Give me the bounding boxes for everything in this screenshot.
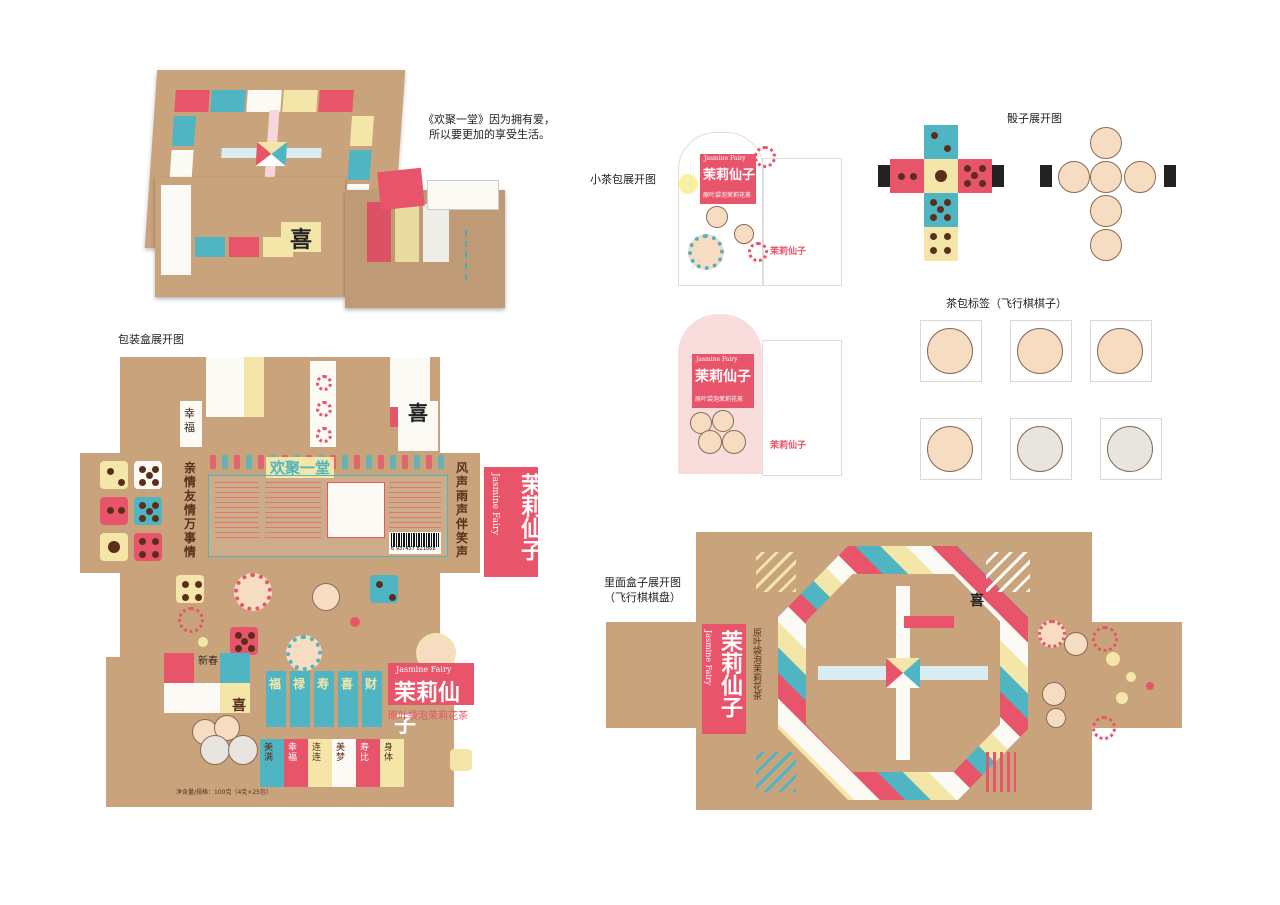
cartoon-face bbox=[927, 328, 973, 374]
box-net-content: 净含量/规格：100克（4克×25包） bbox=[176, 789, 272, 796]
cartoon-face bbox=[1090, 229, 1122, 261]
inner-brand-name: 茉莉仙子 bbox=[717, 630, 743, 718]
tea-bag-subtitle: 原叶袋泡茉莉花茶 bbox=[703, 192, 752, 199]
cartoon-face bbox=[706, 206, 728, 228]
box-info-panel: 6 937457 821868 bbox=[208, 475, 448, 557]
box-main-english: Jasmine Fairy bbox=[396, 665, 452, 674]
photo-slogan-line-2: 所以要更加的享受生活。 bbox=[429, 128, 550, 141]
cartoon-face bbox=[286, 635, 322, 671]
cartoon-face bbox=[1042, 682, 1066, 706]
box-xi-char: 喜 bbox=[408, 401, 428, 425]
tea-bag-brand: 茉莉仙子 bbox=[703, 168, 756, 183]
cartoon-face bbox=[1090, 127, 1122, 159]
inner-brand-subtitle: 原叶袋泡茉莉花茶 bbox=[751, 628, 761, 700]
dice-net-1 bbox=[878, 125, 1008, 265]
cartoon-face bbox=[1097, 328, 1143, 374]
cartoon-face bbox=[1090, 161, 1122, 193]
tea-bags-in-box bbox=[375, 167, 505, 211]
cartoon-face bbox=[234, 573, 272, 611]
box-top-title: 欢聚一堂 bbox=[266, 457, 335, 478]
box-wish-tiles: 美满 幸福 连连 美梦 寿比 身体 bbox=[260, 739, 420, 787]
cartoon-face bbox=[688, 234, 724, 270]
box-fu-chars: 幸福 bbox=[184, 407, 195, 434]
cartoon-face bbox=[1058, 161, 1090, 193]
box-xi-char-lower: 喜 bbox=[232, 698, 246, 714]
box-scrolls: 福 禄 寿 喜 财 bbox=[266, 671, 386, 731]
tea-bag-brand: 茉莉仙子 bbox=[695, 369, 751, 385]
cartoon-face bbox=[228, 735, 258, 765]
tea-bag-unfold-1: Jasmine Fairy 茉莉仙子 原叶袋泡茉莉花茶 茉莉仙子 bbox=[678, 132, 848, 286]
box-xinchun-chars: 新春 bbox=[198, 656, 218, 667]
tea-bag-label: Jasmine Fairy 茉莉仙子 原叶袋泡茉莉花茶 bbox=[700, 154, 756, 204]
tea-tags bbox=[915, 318, 1165, 488]
cartoon-face bbox=[722, 430, 746, 454]
board-xi-char: 喜 bbox=[970, 593, 984, 609]
box-left-verse: 亲情友情万事情 bbox=[184, 461, 197, 559]
tea-bag-small-logo: 茉莉仙子 bbox=[770, 247, 807, 257]
barcode-digits: 6 937457 821868 bbox=[391, 546, 436, 552]
cartoon-face bbox=[1038, 620, 1066, 648]
tea-bag-english: Jasmine Fairy bbox=[696, 356, 738, 363]
cartoon-face bbox=[1107, 426, 1153, 472]
cartoon-face bbox=[200, 735, 230, 765]
tea-bag-small-logo: 茉莉仙子 bbox=[770, 441, 807, 451]
box-photo: 喜 bbox=[144, 62, 535, 312]
tea-bag-unfold-caption: 小茶包展开图 bbox=[590, 173, 656, 186]
box-main-subtitle: 原叶袋泡茉莉花茶 bbox=[388, 711, 468, 722]
cartoon-face bbox=[712, 410, 734, 432]
inner-box-net: 茉莉仙子 Jasmine Fairy 原叶袋泡茉莉花茶 喜 bbox=[606, 532, 1182, 810]
photo-slogan-line-1: 《欢聚一堂》因为拥有爱， bbox=[423, 113, 555, 126]
cartoon-face bbox=[1017, 328, 1063, 374]
tea-bag-unfold-2: Jasmine Fairy 茉莉仙子 原叶袋泡茉莉花茶 茉莉仙子 bbox=[678, 314, 848, 476]
box-net: 幸福 喜 欢聚一堂 6 937457 821868 亲情友情万事情 风声雨声伴笑… bbox=[80, 357, 543, 812]
box-side-brand-english: Jasmine Fairy bbox=[490, 473, 500, 536]
dice-unfold-caption: 骰子展开图 bbox=[1007, 112, 1062, 125]
cartoon-face bbox=[312, 583, 340, 611]
tea-bag-english: Jasmine Fairy bbox=[704, 155, 746, 162]
tea-bag-label: Jasmine Fairy 茉莉仙子 原叶袋泡茉莉花茶 bbox=[692, 354, 754, 408]
box-right-verse: 风声雨声伴笑声 bbox=[456, 461, 469, 559]
dice-net-2 bbox=[1040, 125, 1180, 265]
tea-tag-caption: 茶包标签（飞行棋棋子） bbox=[946, 297, 1067, 310]
box-side-brand-name: 茉莉仙子 bbox=[517, 473, 543, 561]
box-logo-stamp bbox=[450, 749, 472, 771]
cartoon-face bbox=[927, 426, 973, 472]
inner-brand-block: 茉莉仙子 Jasmine Fairy bbox=[702, 624, 746, 734]
box-unfold-caption: 包装盒展开图 bbox=[118, 333, 184, 346]
cartoon-face bbox=[1124, 161, 1156, 193]
cartoon-face bbox=[734, 224, 754, 244]
cartoon-face bbox=[1090, 195, 1122, 227]
inner-box-caption-1: 里面盒子展开图 bbox=[604, 576, 681, 589]
box-xi-char: 喜 bbox=[281, 222, 321, 253]
box-main-brand-name: 茉莉仙子 bbox=[394, 680, 461, 738]
inner-box-caption-2: （飞行棋棋盘） bbox=[604, 591, 681, 604]
tea-bag-subtitle: 原叶袋泡茉莉花茶 bbox=[695, 396, 744, 403]
inner-brand-english: Jasmine Fairy bbox=[704, 630, 713, 686]
box-main-brand: Jasmine Fairy 茉莉仙子 bbox=[388, 663, 474, 738]
cartoon-face bbox=[1017, 426, 1063, 472]
barcode: 6 937457 821868 bbox=[389, 532, 441, 554]
cartoon-face bbox=[1046, 708, 1066, 728]
cartoon-face bbox=[698, 430, 722, 454]
cartoon-face bbox=[1064, 632, 1088, 656]
